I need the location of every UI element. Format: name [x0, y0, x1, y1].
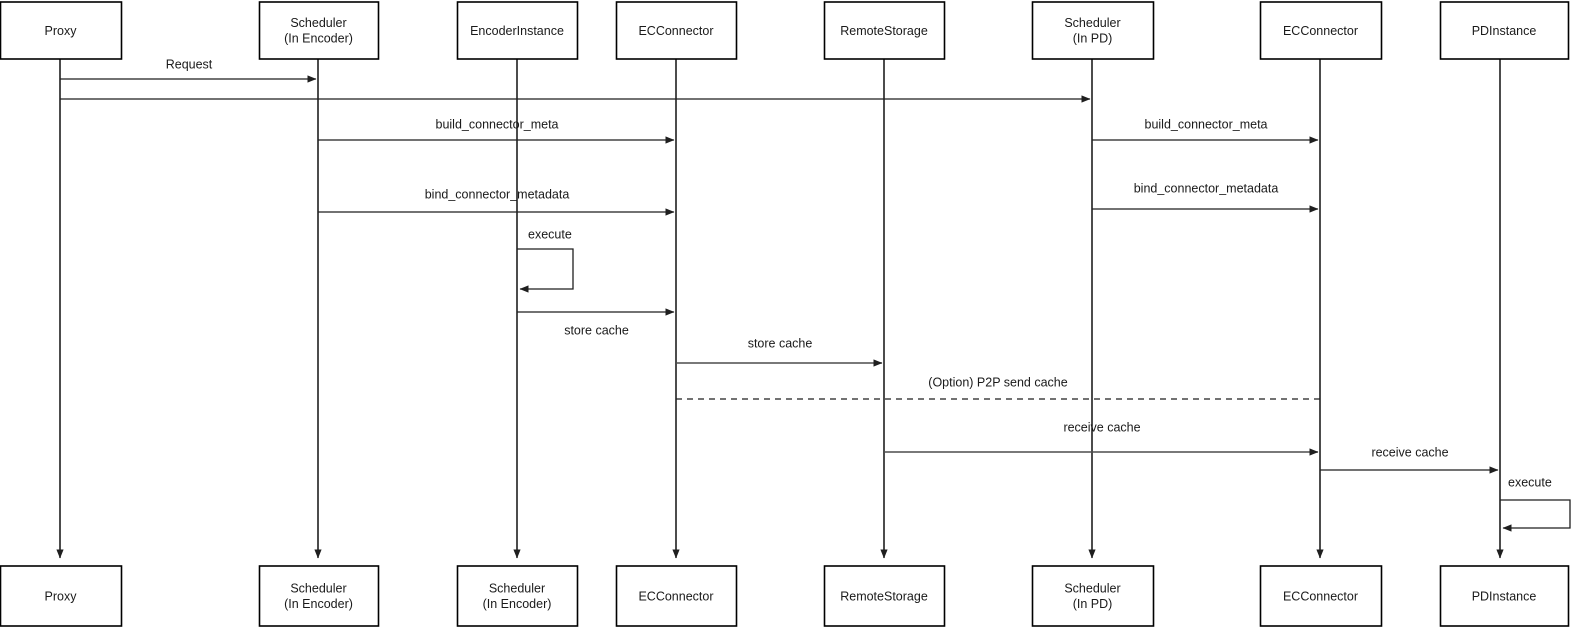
participant-label-encoder_inst: EncoderInstance — [470, 24, 564, 38]
lifelines-layer — [56, 59, 1504, 559]
participant-box-sched_pd[interactable]: Scheduler(In PD) — [1031, 1, 1155, 60]
participant-label-remote_store_b: RemoteStorage — [840, 589, 928, 603]
participant-box-bottom-sched_enc_b2[interactable]: Scheduler(In Encoder) — [456, 565, 579, 627]
message-m10[interactable]: receive cache — [884, 420, 1319, 456]
participant-label-sched_pd_b: Scheduler(In PD) — [1064, 582, 1120, 612]
self-message-s1[interactable]: execute — [517, 227, 574, 293]
message-m9[interactable]: (Option) P2P send cache — [676, 375, 1320, 400]
participant-boxes-bottom: Proxy Scheduler(In Encoder) Scheduler(In E… — [0, 565, 1570, 627]
participant-box-bottom-sched_enc_b[interactable]: Scheduler(In Encoder) — [258, 565, 380, 627]
self-message-label-s2: execute — [1508, 475, 1552, 489]
participant-boxes-top: Proxy Scheduler(In Encoder) EncoderInstanc… — [0, 1, 1570, 60]
participant-box-ec_conn_pd[interactable]: ECConnector — [1259, 1, 1383, 60]
message-m6[interactable]: bind_connector_metadata — [1092, 181, 1319, 213]
message-label-m6: bind_connector_metadata — [1134, 181, 1279, 195]
message-label-m5: bind_connector_metadata — [425, 187, 570, 201]
message-label-m3: build_connector_meta — [436, 117, 559, 131]
participant-label-sched_enc_b: Scheduler(In Encoder) — [284, 582, 353, 612]
message-label-m10: receive cache — [1063, 420, 1140, 434]
participant-box-ec_conn_enc[interactable]: ECConnector — [615, 1, 738, 60]
self-message-s2[interactable]: execute — [1500, 475, 1571, 532]
participant-label-remote_store: RemoteStorage — [840, 24, 928, 38]
message-m11[interactable]: receive cache — [1320, 445, 1499, 474]
participant-label-ec_conn_enc_b: ECConnector — [638, 589, 713, 603]
participant-box-sched_enc[interactable]: Scheduler(In Encoder) — [258, 1, 380, 60]
message-label-m11: receive cache — [1371, 445, 1448, 459]
participant-label-ec_conn_pd_b: ECConnector — [1283, 589, 1358, 603]
participant-box-bottom-ec_conn_pd_b[interactable]: ECConnector — [1259, 565, 1383, 627]
participant-label-sched_enc_b2: Scheduler(In Encoder) — [483, 582, 552, 612]
participant-box-bottom-sched_pd_b[interactable]: Scheduler(In PD) — [1031, 565, 1155, 627]
message-m1[interactable]: Request — [60, 57, 317, 83]
participant-label-ec_conn_pd: ECConnector — [1283, 24, 1358, 38]
participant-label-sched_pd: Scheduler(In PD) — [1064, 16, 1120, 46]
participant-label-pd_inst: PDInstance — [1472, 24, 1537, 38]
participant-label-proxy_b: Proxy — [45, 589, 78, 603]
participant-label-proxy: Proxy — [45, 24, 78, 38]
participant-label-ec_conn_enc: ECConnector — [638, 24, 713, 38]
message-m8[interactable]: store cache — [676, 336, 883, 367]
message-label-m8: store cache — [748, 336, 813, 350]
participant-box-bottom-proxy_b[interactable]: Proxy — [0, 565, 123, 627]
message-m3[interactable]: build_connector_meta — [318, 117, 675, 144]
message-label-m7: store cache — [564, 323, 629, 337]
message-m7[interactable]: store cache — [517, 308, 675, 337]
participant-box-bottom-pd_inst_b[interactable]: PDInstance — [1439, 565, 1570, 627]
participant-box-bottom-remote_store_b[interactable]: RemoteStorage — [823, 565, 946, 627]
self-message-path-s2 — [1500, 499, 1571, 532]
participant-box-pd_inst[interactable]: PDInstance — [1439, 1, 1570, 60]
participant-box-proxy[interactable]: Proxy — [0, 1, 123, 60]
messages-layer: Request build_connector_meta build_connect… — [60, 57, 1571, 532]
participant-box-bottom-ec_conn_enc_b[interactable]: ECConnector — [615, 565, 738, 627]
self-message-label-s1: execute — [528, 227, 572, 241]
participant-box-encoder_inst[interactable]: EncoderInstance — [456, 1, 579, 60]
participant-box-remote_store[interactable]: RemoteStorage — [823, 1, 946, 60]
message-label-m9: (Option) P2P send cache — [928, 375, 1067, 389]
message-label-m1: Request — [166, 57, 213, 71]
message-m5[interactable]: bind_connector_metadata — [318, 187, 675, 216]
participant-label-pd_inst_b: PDInstance — [1472, 589, 1537, 603]
message-label-m4: build_connector_meta — [1145, 117, 1268, 131]
message-m4[interactable]: build_connector_meta — [1092, 117, 1319, 144]
self-message-path-s1 — [517, 248, 574, 293]
participant-label-sched_enc: Scheduler(In Encoder) — [284, 16, 353, 46]
